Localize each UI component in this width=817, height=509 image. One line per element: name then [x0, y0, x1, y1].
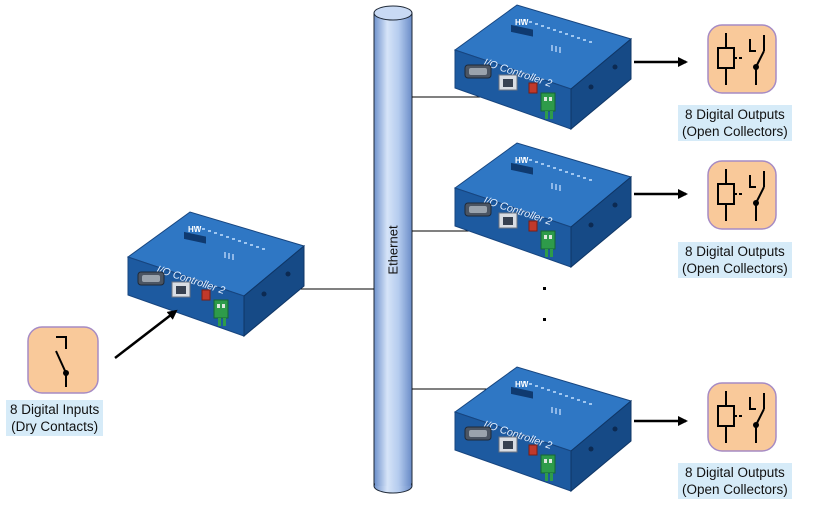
outputs-label-line2: (Open Collectors)	[682, 261, 788, 276]
outputs-label-2: 8 Digital Outputs (Open Collectors)	[678, 242, 792, 278]
relay-output-icon	[707, 382, 777, 452]
dry-contact-switch-icon	[27, 326, 99, 394]
ethernet-label: Ethernet	[385, 225, 401, 275]
ethernet-bus	[373, 5, 413, 494]
io-controller-output-2	[454, 142, 632, 268]
outputs-label-line1: 8 Digital Outputs	[684, 244, 785, 259]
outputs-label-line1: 8 Digital Outputs	[684, 465, 785, 480]
inputs-label-line2: (Dry Contacts)	[11, 419, 99, 434]
io-controller-input	[127, 211, 305, 337]
outputs-label-line2: (Open Collectors)	[682, 124, 788, 139]
inputs-label: 8 Digital Inputs (Dry Contacts)	[6, 400, 104, 436]
io-controller-output-1	[454, 4, 632, 130]
relay-output-icon	[707, 160, 777, 230]
inputs-label-line1: 8 Digital Inputs	[10, 402, 100, 417]
outputs-label-line2: (Open Collectors)	[682, 482, 788, 497]
outputs-label-line1: 8 Digital Outputs	[684, 107, 785, 122]
relay-output-icon	[707, 24, 777, 94]
more-devices-dots	[543, 287, 546, 321]
outputs-label-1: 8 Digital Outputs (Open Collectors)	[678, 105, 792, 141]
outputs-label-3: 8 Digital Outputs (Open Collectors)	[678, 463, 792, 499]
io-controller-output-3	[454, 366, 632, 492]
input-arrow	[114, 309, 178, 359]
